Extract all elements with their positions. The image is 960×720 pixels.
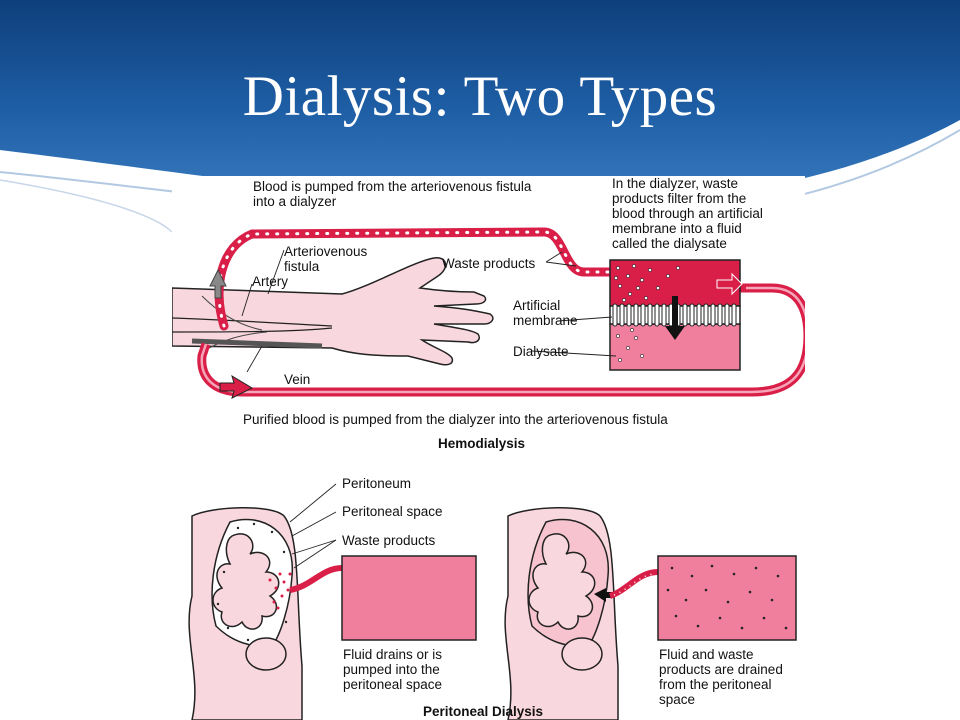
drain-arrow	[594, 588, 612, 602]
membrane-filter-arrow	[665, 296, 685, 340]
label-peritoneum: Peritoneum	[342, 476, 412, 491]
label-dialysate: Dialysate	[513, 344, 569, 359]
peritoneal-torso-left	[188, 507, 303, 720]
flow-arrow-in	[219, 374, 254, 399]
heading-peritoneal-dialysis: Peritoneal Dialysis	[423, 704, 544, 719]
waste-dots-left	[268, 572, 292, 610]
flow-arrow-up	[209, 268, 227, 299]
label-waste-products-peritoneal: Waste products	[342, 533, 436, 548]
dialysis-illustration	[172, 227, 805, 720]
bladder-left	[245, 637, 287, 671]
peritoneal-torso-right	[504, 507, 619, 720]
label-blood-pumped-to-dialyzer: Blood is pumped from the arteriovenous f…	[253, 179, 532, 209]
waste-dots-bag	[666, 564, 788, 630]
waste-dots-blood	[614, 264, 680, 302]
dialyzer-outflow-arrow	[716, 272, 743, 296]
catheter-right	[608, 569, 659, 599]
label-waste-products-hemo: Waste products	[442, 256, 536, 271]
arm-illustration	[172, 257, 494, 366]
vein-vessel	[172, 327, 333, 333]
label-vein: Vein	[284, 372, 311, 387]
dialysis-figure: Blood is pumped from the arteriovenous f…	[172, 176, 805, 720]
intestine-loops-right	[528, 533, 596, 630]
waste-dots-dialysate	[616, 328, 644, 362]
catheter-left	[289, 565, 343, 593]
peritoneal-dots-left	[216, 522, 288, 642]
label-purified-blood-return: Purified blood is pumped from the dialyz…	[243, 412, 668, 427]
fluid-bag-in	[341, 555, 477, 641]
heading-hemodialysis: Hemodialysis	[438, 436, 526, 451]
bladder-right	[561, 637, 603, 671]
header-band	[0, 0, 960, 205]
label-peritoneal-space: Peritoneal space	[342, 504, 443, 519]
slide-title: Dialysis: Two Types	[242, 65, 718, 128]
fluid-bag-out	[657, 555, 797, 641]
label-fluid-drained-out: Fluid and waste products are drained fro…	[659, 647, 783, 707]
artery-vessel	[172, 317, 333, 327]
label-artery: Artery	[252, 274, 289, 289]
label-fluid-drains-in: Fluid drains or is pumped into the perit…	[343, 647, 443, 692]
label-artificial-membrane: Artificial membrane	[513, 298, 578, 328]
intestine-loops-left	[212, 533, 280, 630]
label-dialyzer-explanation: In the dialyzer, waste products filter f…	[612, 176, 763, 251]
artificial-membrane-pores	[612, 303, 737, 327]
label-arteriovenous-fistula: Arteriovenous fistula	[284, 244, 368, 274]
